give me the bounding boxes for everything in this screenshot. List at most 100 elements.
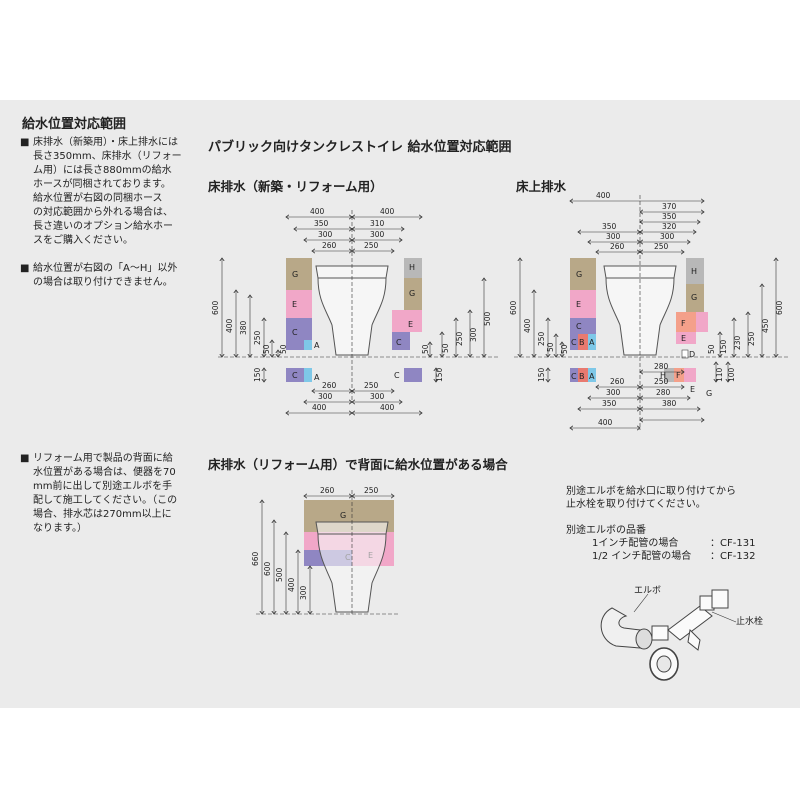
dim-label: 250 xyxy=(654,242,669,251)
zone-f xyxy=(674,368,684,382)
note-line: 水位置がある場合は、便器を70 xyxy=(33,467,176,478)
elbow-spec-title: 別途エルボの品番 xyxy=(566,525,646,536)
main-title: パブリック向けタンクレストイレ 給水位置対応範囲 xyxy=(208,140,512,155)
elbow-spec-colon: ： xyxy=(710,538,720,549)
note-line: 場合、排水芯は270mm以上に xyxy=(33,509,172,520)
note-line: 床排水（新築用）・床上排水には xyxy=(33,137,178,148)
diagram2: G E C C B A H G F E D C B A H F E G xyxy=(509,191,790,430)
dim-label: 250 xyxy=(537,331,546,346)
dim-label: 280 xyxy=(656,388,671,397)
fitting-icon xyxy=(651,625,669,641)
zone-label: A xyxy=(314,373,320,382)
dim-label: 400 xyxy=(225,318,234,333)
zone-label: C xyxy=(576,322,582,331)
zone-c xyxy=(404,368,422,382)
zone-label: H xyxy=(660,371,666,380)
dim-label: 150 xyxy=(537,367,546,382)
elbow-end-icon xyxy=(635,628,653,650)
note-position-limit: ■ 給水位置が右図の「A～H」以外 の場合は取り付けできません。 xyxy=(20,262,177,290)
elbow-pipe-icon xyxy=(600,607,641,649)
dim-label: 300 xyxy=(660,232,675,241)
zone-c xyxy=(570,318,596,334)
dim-label: 50 xyxy=(421,344,430,354)
diagram2-title: 床上排水 xyxy=(516,179,567,194)
zone-label: G xyxy=(292,270,298,279)
dim-label: 250 xyxy=(747,331,756,346)
zone-label: C xyxy=(571,372,577,381)
dim-label: 400 xyxy=(598,418,613,427)
nut-hole-icon xyxy=(656,655,672,673)
toilet-front-icon xyxy=(315,521,389,613)
dim-label: 600 xyxy=(211,300,220,315)
dim-label: 300 xyxy=(370,392,385,401)
dim-label: 380 xyxy=(239,320,248,335)
elbow-spec-label: 1インチ配管の場合 xyxy=(592,538,679,549)
dim-label: 260 xyxy=(610,377,625,386)
note-line: の場合は取り付けできません。 xyxy=(33,277,173,288)
dim-label: 500 xyxy=(275,567,284,582)
dim-label: 400 xyxy=(380,403,395,412)
zone-b xyxy=(578,334,588,350)
dim-label: 250 xyxy=(364,381,379,390)
note-hose-length: ■ 床排水（新築用）・床上排水には 長さ350mm、床排水（リフォー ム用）には… xyxy=(20,136,182,248)
elbow-note-line: 止水栓を取り付けてください。 xyxy=(566,499,706,510)
note-line: 給水位置が右図の「A～H」以外 xyxy=(33,263,178,274)
zone-label: E xyxy=(576,300,581,309)
zone-label: D xyxy=(689,350,695,359)
dim-label: 300 xyxy=(318,392,333,401)
zone-h xyxy=(686,258,704,284)
zone-g xyxy=(570,258,596,290)
zone-label: E xyxy=(292,300,297,309)
diagram3: G E C 260 250 660 600 500 400 300 xyxy=(251,486,400,614)
note-line: 長さ350mm、床排水（リフォー xyxy=(33,151,182,162)
elbow-label: エルボ xyxy=(634,585,661,596)
dim-label: 50 xyxy=(441,343,450,353)
zone-label: A xyxy=(589,372,595,381)
zone-a xyxy=(588,368,596,382)
elbow-spec-label: 1/2 インチ配管の場合 xyxy=(592,551,692,562)
zone-label: A xyxy=(314,341,320,350)
dim-label: 250 xyxy=(654,377,669,386)
zone-e xyxy=(676,332,696,344)
valve-leader-line xyxy=(711,611,737,623)
valve-handle-icon xyxy=(711,589,729,609)
zone-label: G xyxy=(691,293,697,302)
dim-label: 260 xyxy=(322,381,337,390)
zone-d xyxy=(681,349,689,359)
dim-label: 400 xyxy=(380,207,395,216)
diagram3-title: 床排水（リフォーム用）で背面に給水位置がある場合 xyxy=(208,457,508,472)
zone-e xyxy=(696,312,708,332)
dim-label: 260 xyxy=(322,241,337,250)
zone-h xyxy=(404,258,422,278)
zone-g xyxy=(404,278,422,310)
dim-label: 280 xyxy=(654,362,669,371)
zone-e xyxy=(286,290,312,318)
zone-label: B xyxy=(579,372,585,381)
zone-f xyxy=(676,312,696,332)
elbow-leader-line xyxy=(633,593,649,613)
elbow-note-line: 別途エルボを給水口に取り付けてから xyxy=(566,486,736,497)
dim-label: 300 xyxy=(370,230,385,239)
stop-valve-label: 止水栓 xyxy=(736,615,763,627)
zone-label: C xyxy=(571,338,577,347)
dim-label: 260 xyxy=(610,242,625,251)
dim-label: 600 xyxy=(509,300,518,315)
zone-a xyxy=(588,334,596,350)
dim-label: 50 xyxy=(560,344,569,354)
zone-g xyxy=(686,284,704,312)
note-line: の対応範囲から外れる場合は、 xyxy=(33,207,173,218)
note-line: ム用）には長さ880mmの給水 xyxy=(33,165,172,176)
dim-label: 300 xyxy=(469,327,478,342)
zone-label: B xyxy=(579,338,585,347)
dim-label: 50 xyxy=(262,344,271,354)
zone-label: G xyxy=(706,389,712,398)
section-title: 給水位置対応範囲 xyxy=(22,117,127,132)
zone-label: H xyxy=(409,263,415,272)
dim-label: 320 xyxy=(662,222,677,231)
bullet-square: ■ xyxy=(20,263,30,274)
dim-label: 150 xyxy=(719,339,728,354)
dim-label: 450 xyxy=(761,318,770,333)
note-line: なります。） xyxy=(33,523,87,534)
dim-label: 150 xyxy=(435,367,444,382)
